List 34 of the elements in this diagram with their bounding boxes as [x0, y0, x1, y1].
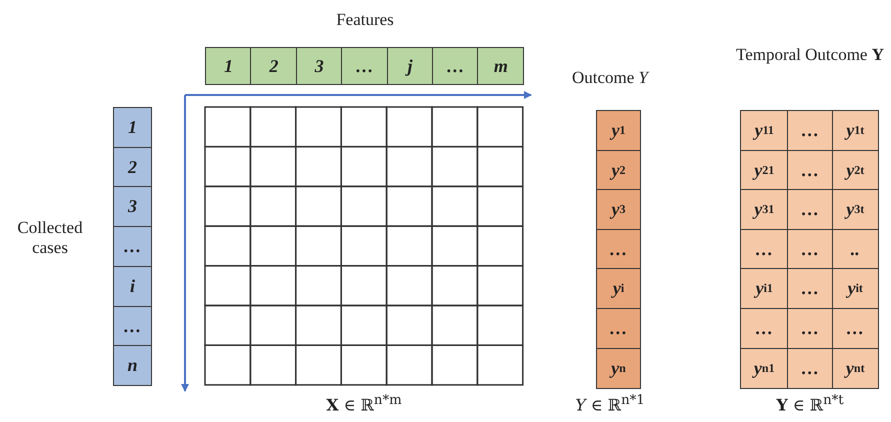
temporal-outcome-cell: … [787, 308, 834, 350]
feature-index-cell: 3 [296, 47, 343, 85]
axis-title: Features [335, 10, 395, 30]
temporal-outcome-cell: … [787, 189, 834, 230]
feature-index-cell: 1 [205, 47, 252, 85]
axis-title: Collected cases [16, 218, 84, 258]
case-index-cell: n [113, 345, 152, 386]
feature-index-cell: 2 [250, 47, 298, 85]
case-index-cell: 2 [113, 146, 152, 188]
temporal-outcome-cell: … [787, 268, 834, 310]
temporal-outcome-cell: … [740, 228, 788, 270]
case-index-cell: … [113, 306, 152, 347]
temporal-outcome-cell: … [787, 150, 834, 191]
outcome-cell: … [596, 308, 641, 350]
temporal-outcome-cell: … [787, 110, 834, 152]
temporal-outcome-cell: … [832, 308, 878, 350]
math-formula: Y ∈ ℝ$^{n*t}$ [775, 393, 845, 415]
feature-index-cell: j [386, 47, 434, 85]
math-formula: Y ∈ ℝ$^{n*1}$ [574, 393, 646, 415]
math-formula: X ∈ ℝ$^{n*m}$ [325, 393, 403, 415]
feature-index-cell: … [341, 47, 388, 85]
column-heading: Outcome Y [570, 68, 650, 88]
temporal-outcome-cell: .. [832, 228, 878, 270]
temporal-outcome-cell: … [787, 228, 834, 270]
outcome-cell: … [596, 228, 641, 270]
case-index-cell: 3 [113, 186, 152, 228]
temporal-outcome-cell: … [740, 308, 788, 350]
case-index-cell: 1 [113, 107, 152, 148]
case-index-cell: … [113, 226, 152, 268]
temporal-outcome-cell: … [787, 348, 834, 389]
column-heading: Temporal Outcome Y [735, 45, 885, 65]
feature-index-cell: … [432, 47, 479, 85]
case-index-cell: i [113, 266, 152, 307]
feature-index-cell: m [477, 47, 524, 85]
